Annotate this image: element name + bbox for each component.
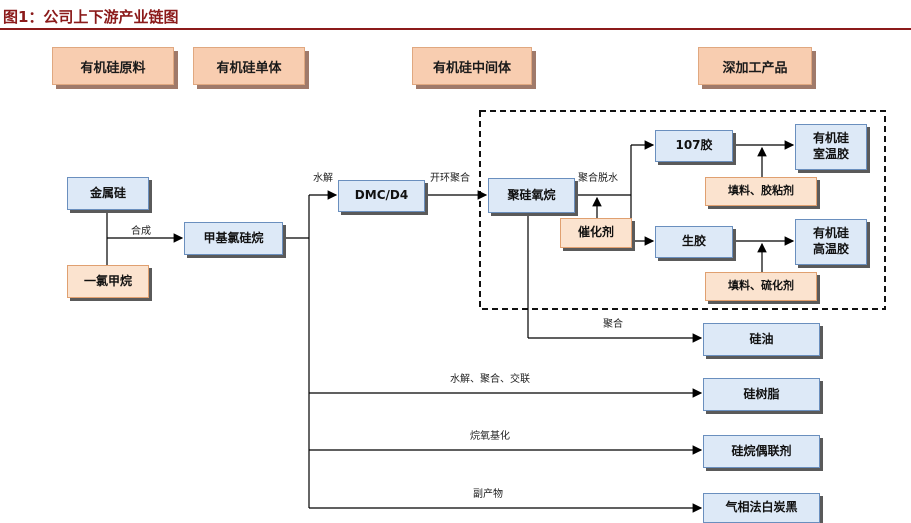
node-polysiloxane: 聚硅氧烷 — [488, 178, 575, 213]
node-filler-adhesive: 填料、胶粘剂 — [705, 177, 817, 206]
node-dmc-d4: DMC/D4 — [338, 180, 425, 212]
node-methylchlorosilane: 甲基氯硅烷 — [184, 222, 283, 255]
label-polymerization: 聚合 — [603, 319, 623, 330]
header-intermediate: 有机硅中间体 — [412, 47, 532, 85]
label-hydrolysis: 水解 — [313, 173, 333, 184]
title-divider — [0, 28, 911, 30]
node-raw-rubber: 生胶 — [655, 226, 733, 258]
node-filler-vulcanizer: 填料、硫化剂 — [705, 272, 817, 301]
node-silicone-resin: 硅树脂 — [703, 378, 820, 411]
node-methyl-chloride: 一氯甲烷 — [67, 265, 149, 298]
intermediate-region-border — [479, 110, 886, 310]
node-fumed-silica: 气相法白炭黑 — [703, 493, 820, 523]
figure-title: 图1：公司上下游产业链图 — [3, 8, 179, 26]
label-hydrolysis-polymerization-crosslink: 水解、聚合、交联 — [450, 374, 530, 385]
label-dehydration: 聚合脱水 — [578, 173, 618, 184]
node-rtv-silicone: 有机硅 室温胶 — [795, 124, 867, 170]
label-ring-opening: 开环聚合 — [430, 173, 470, 184]
label-alkoxylation: 烷氧基化 — [470, 431, 510, 442]
node-metal-silicon: 金属硅 — [67, 177, 149, 210]
header-raw-material: 有机硅原料 — [52, 47, 174, 85]
node-catalyst: 催化剂 — [560, 218, 632, 248]
node-silane-coupling-agent: 硅烷偶联剂 — [703, 435, 820, 468]
node-silicone-oil: 硅油 — [703, 323, 820, 356]
label-byproduct: 副产物 — [473, 489, 503, 500]
header-monomer: 有机硅单体 — [193, 47, 305, 85]
node-107-glue: 107胶 — [655, 130, 733, 162]
node-htv-silicone: 有机硅 高温胶 — [795, 219, 867, 265]
header-deep-processing: 深加工产品 — [698, 47, 812, 85]
label-synthesis: 合成 — [131, 226, 151, 237]
